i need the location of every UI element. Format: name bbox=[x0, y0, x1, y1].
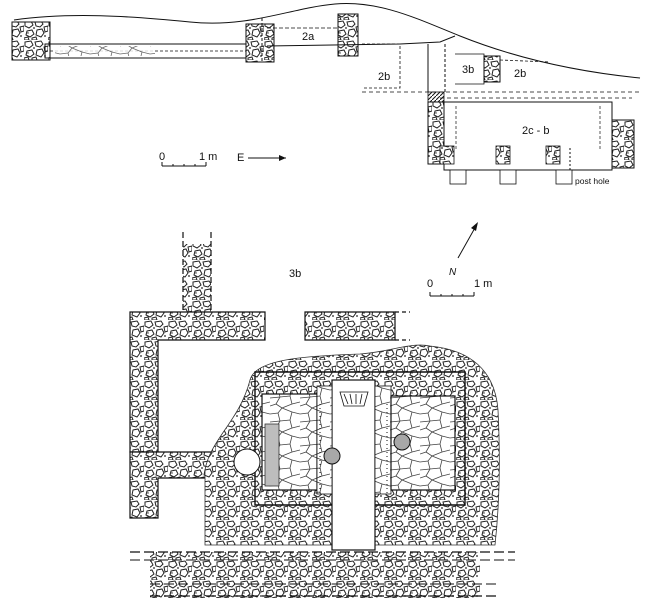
post-hole-1 bbox=[449, 169, 467, 185]
section-mid-stones bbox=[245, 23, 275, 63]
layer-2b-box bbox=[362, 43, 401, 89]
section-scale-zero: 0 bbox=[159, 151, 165, 163]
plan-scale-zero: 0 bbox=[427, 278, 433, 290]
north-wall-dash-end bbox=[395, 311, 410, 341]
corridor-east-wall bbox=[374, 385, 392, 495]
label-post-hole: post hole bbox=[575, 176, 610, 186]
layer-2a-base bbox=[266, 35, 456, 47]
post-stone-1 bbox=[439, 145, 455, 165]
post-hole-3 bbox=[555, 169, 573, 185]
shaded-stone bbox=[264, 423, 280, 487]
central-corridor bbox=[331, 379, 376, 551]
north-label: N bbox=[449, 267, 457, 278]
post-stone-3 bbox=[545, 145, 561, 165]
section-scale-one: 1 m bbox=[199, 151, 217, 163]
section-scale-bar: 0 1 m bbox=[159, 151, 217, 167]
south-wall bbox=[150, 552, 480, 598]
north-wall-east-segment bbox=[304, 311, 396, 341]
room-right-wall bbox=[611, 119, 635, 169]
label-2a: 2a bbox=[302, 31, 315, 43]
hearth-feature bbox=[339, 391, 369, 407]
east-label: E bbox=[237, 152, 244, 164]
post-circle-east bbox=[393, 433, 411, 451]
layer-2b-right bbox=[499, 59, 551, 63]
post-circle-white bbox=[233, 448, 261, 476]
label-2b-left: 2b bbox=[378, 71, 390, 83]
north-arrow: N bbox=[449, 222, 478, 278]
section-upper-stones bbox=[337, 13, 359, 57]
north-wall bbox=[183, 244, 211, 312]
corridor-west-wall bbox=[316, 385, 333, 495]
ground-profile bbox=[13, 2, 641, 79]
label-2c-b: 2c - b bbox=[522, 125, 550, 137]
room-inner-dash bbox=[455, 106, 601, 150]
section-floor-stones bbox=[55, 46, 155, 56]
section-left-wall bbox=[11, 21, 51, 61]
plan-drawing: N 0 1 m 3b bbox=[129, 222, 515, 598]
label-3b-section: 3b bbox=[462, 64, 474, 76]
post-hole-2 bbox=[499, 169, 517, 185]
label-2b-right: 2b bbox=[514, 68, 526, 80]
layer-3b-box bbox=[455, 53, 485, 85]
plan-scale-bar: 0 1 m bbox=[427, 278, 492, 297]
post-stone-2 bbox=[495, 145, 511, 165]
plan-scale-one: 1 m bbox=[474, 278, 492, 290]
section-drawing: 2a 2b 3b 2b 2c - b post hole 0 1 m E bbox=[11, 2, 641, 186]
section-right-stones bbox=[483, 55, 501, 83]
label-3b-plan: 3b bbox=[289, 268, 301, 280]
east-arrow: E bbox=[237, 152, 286, 164]
post-circle-west bbox=[323, 447, 341, 465]
